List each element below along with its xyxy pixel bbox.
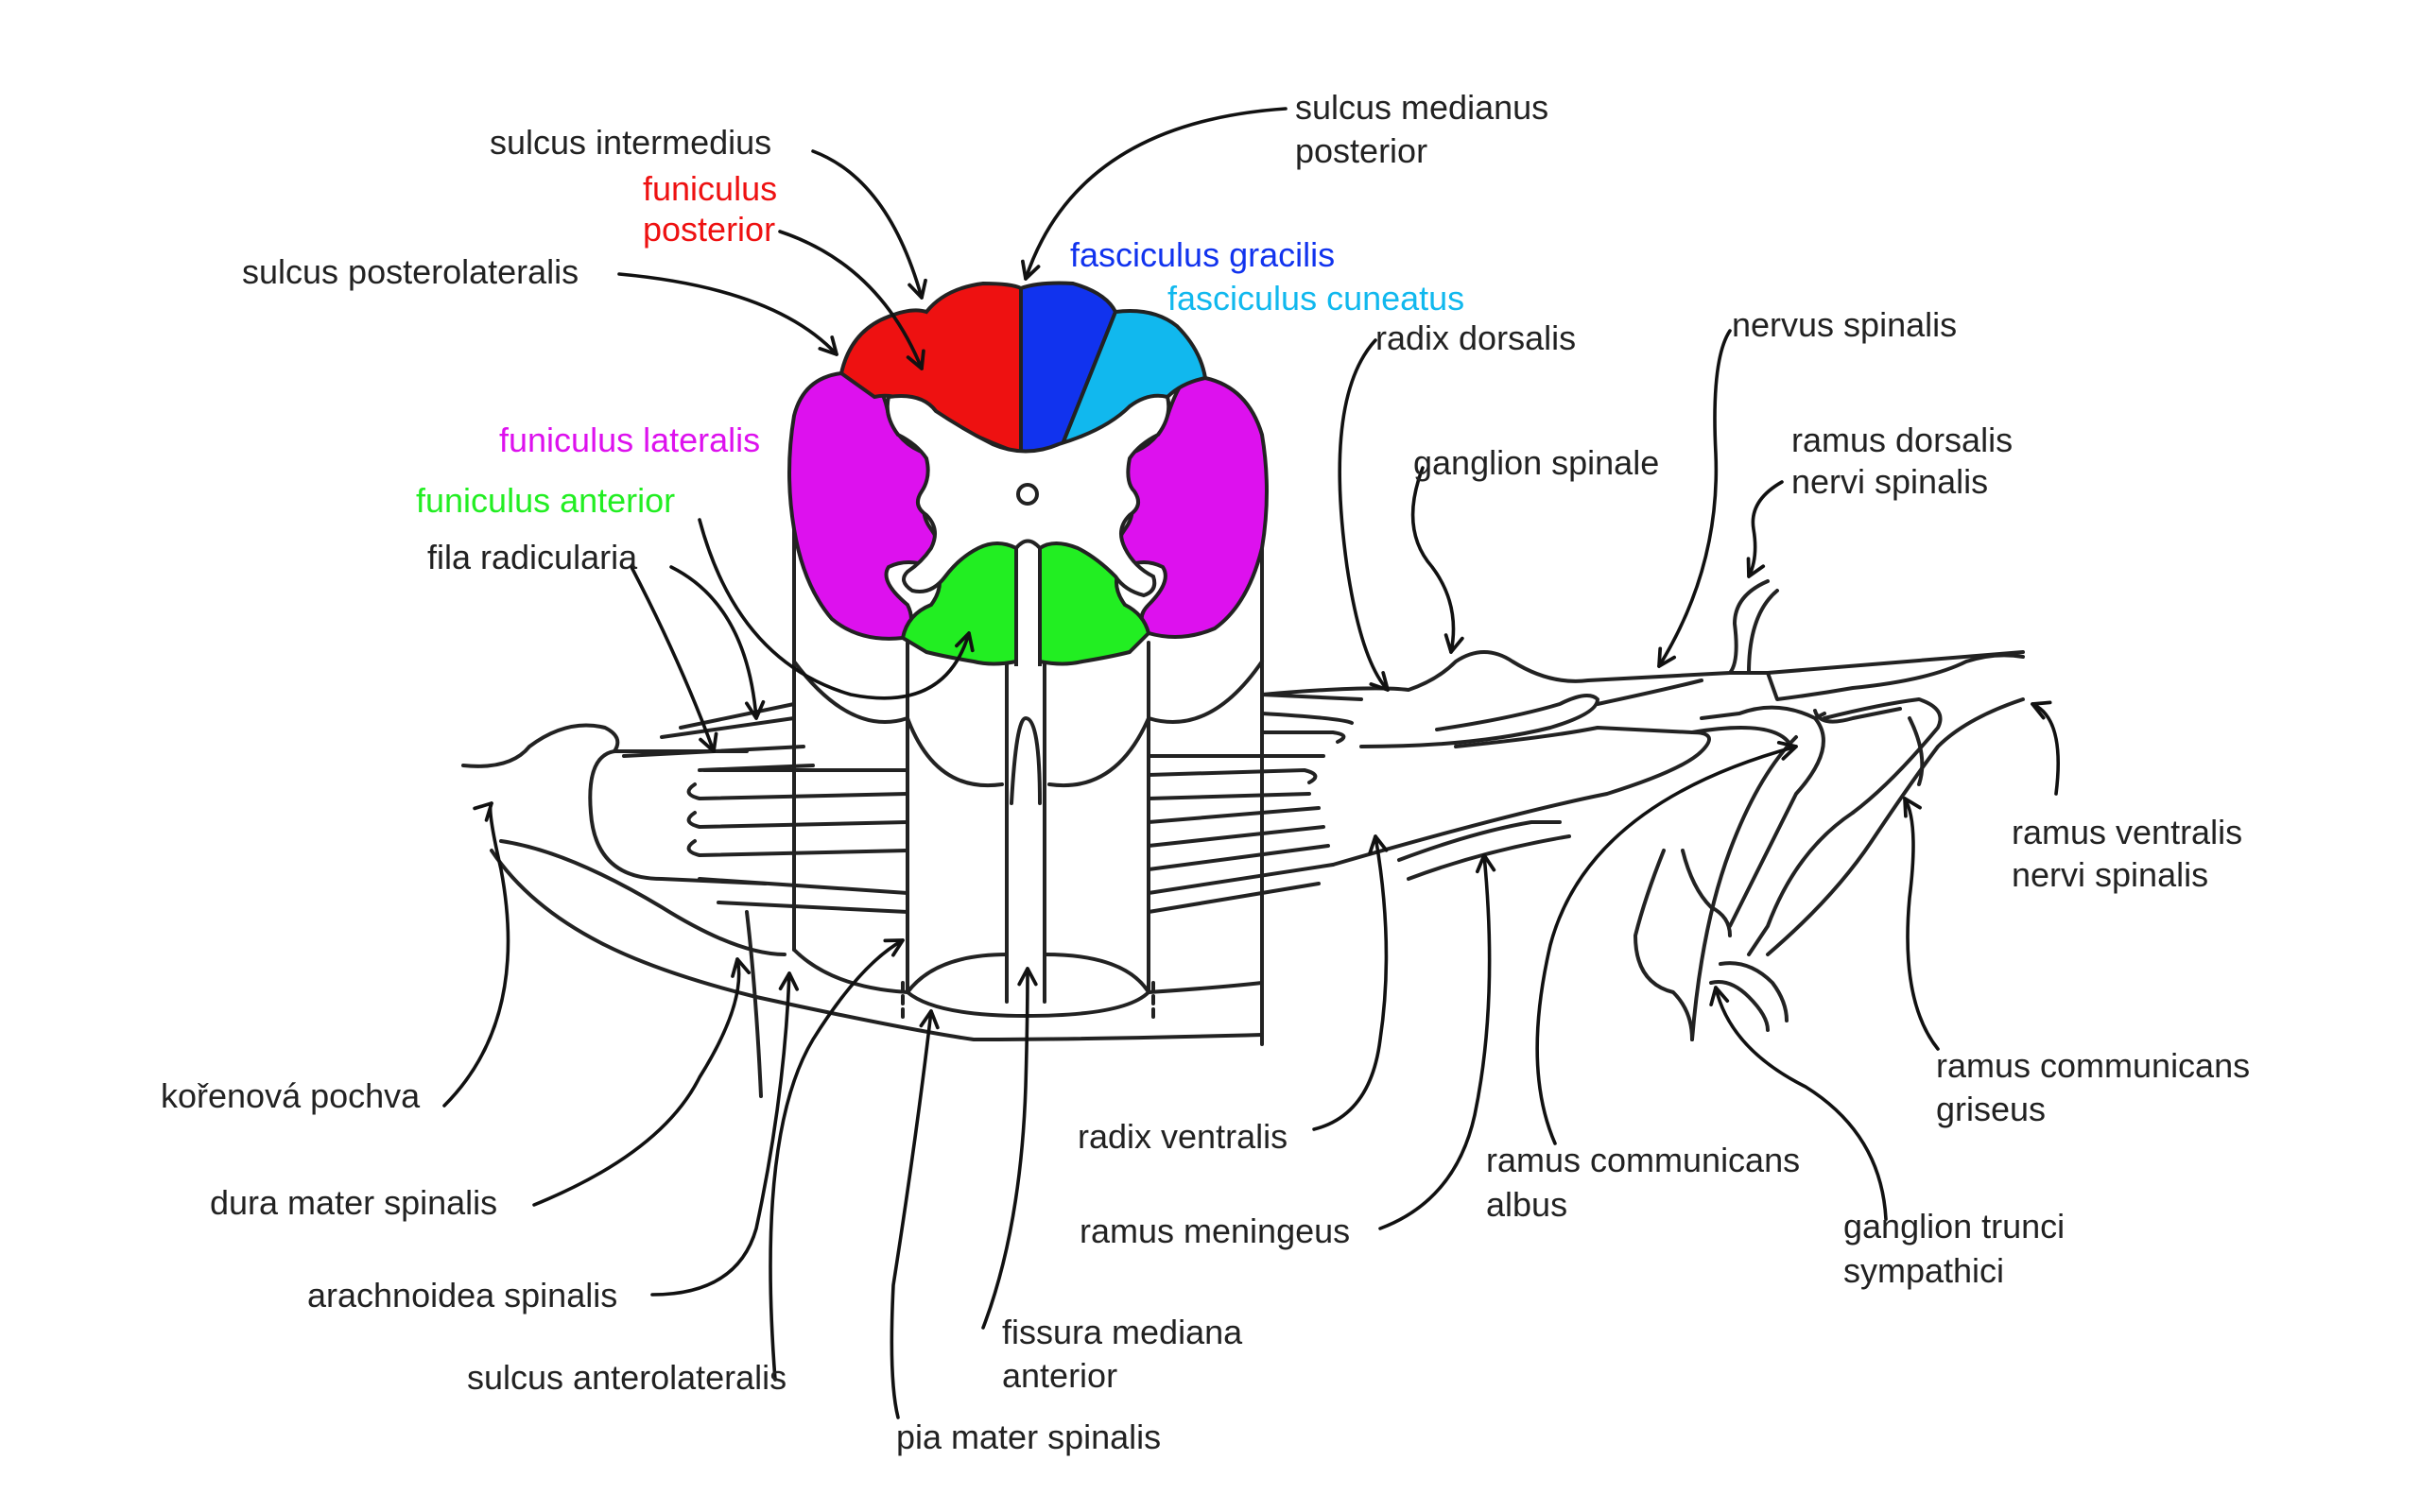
label-ramus-ventralis-1: ramus ventralis: [2012, 813, 2242, 851]
label-radix-ventralis: radix ventralis: [1078, 1117, 1288, 1156]
label-funiculus-lateralis: funiculus lateralis: [499, 421, 760, 459]
right-rootlets: [1147, 693, 1363, 914]
arrow-radix-ventralis: [1312, 834, 1389, 1131]
label-radix-dorsalis: radix dorsalis: [1375, 318, 1576, 357]
arrow-radix-dorsalis: [1338, 338, 1390, 692]
label-fila-radicularia: fila radicularia: [427, 538, 638, 576]
arrow-pia-mater: [890, 1009, 940, 1419]
arrow-funiculus-posterior: [778, 230, 925, 370]
arrow-fila-radicularia-2: [630, 565, 718, 753]
arrow-funiculus-anterior: [698, 518, 975, 700]
left-root-sheath: [461, 723, 786, 1098]
cross-section: [787, 281, 1269, 666]
label-ramus-ventralis-2: nervi spinalis: [2012, 855, 2208, 894]
label-dura-mater-spinalis: dura mater spinalis: [210, 1183, 497, 1222]
label-sulcus-posterolateralis: sulcus posterolateralis: [242, 252, 579, 291]
pointer-arrows: [442, 107, 2060, 1419]
label-ramus-communicans-albus-2: albus: [1486, 1185, 1567, 1224]
label-funiculus-posterior-1: funiculus: [643, 169, 777, 208]
label-ramus-communicans-griseus-2: griseus: [1936, 1090, 2046, 1128]
label-nervus-spinalis: nervus spinalis: [1732, 305, 1957, 344]
label-sulcus-medianus-posterior-2: posterior: [1295, 131, 1427, 170]
arrow-nervus-spinalis: [1657, 329, 1732, 668]
arrow-sulcus-posterolateralis: [617, 272, 838, 356]
arrow-ganglion-spinale: [1410, 466, 1464, 654]
label-sulcus-intermedius: sulcus intermedius: [490, 123, 771, 162]
arrow-ramus-communicans-albus: [1535, 740, 1798, 1145]
label-ganglion-spinale: ganglion spinale: [1413, 443, 1659, 482]
label-funiculus-anterior: funiculus anterior: [416, 481, 675, 520]
label-pia-mater-spinalis: pia mater spinalis: [896, 1418, 1161, 1456]
label-ramus-communicans-albus-1: ramus communicans: [1486, 1141, 1800, 1179]
label-ramus-dorsalis-1: ramus dorsalis: [1791, 421, 2013, 459]
arrow-sulcus-anterolateralis: [769, 938, 905, 1382]
labels: sulcus intermedius funiculus posterior s…: [161, 88, 2250, 1456]
label-sulcus-medianus-posterior-1: sulcus medianus: [1295, 88, 1548, 127]
arrow-fila-radicularia-1: [669, 565, 766, 720]
arrow-ramus-communicans-griseus: [1903, 797, 1940, 1051]
label-korenova-pochva: kořenová pochva: [161, 1076, 421, 1115]
arrow-ramus-meningeus: [1378, 853, 1496, 1230]
label-fasciculus-gracilis: fasciculus gracilis: [1070, 235, 1335, 274]
anterior-median-fissure: [1014, 539, 1042, 666]
arrow-fissura-mediana: [981, 967, 1038, 1330]
arrow-ganglion-trunci: [1709, 986, 1888, 1221]
label-ramus-communicans-griseus-1: ramus communicans: [1936, 1046, 2250, 1085]
label-ganglion-trunci-1: ganglion trunci: [1843, 1207, 2065, 1246]
arrow-ramus-ventralis: [2031, 700, 2060, 796]
arrow-korenova-pochva: [442, 801, 510, 1108]
label-fissura-mediana-1: fissura mediana: [1002, 1313, 1243, 1351]
label-fasciculus-cuneatus: fasciculus cuneatus: [1167, 279, 1464, 318]
label-arachnoidea-spinalis: arachnoidea spinalis: [307, 1276, 617, 1314]
anatomy-drawing: [461, 281, 2025, 1098]
label-sulcus-anterolateralis: sulcus anterolateralis: [467, 1358, 786, 1397]
label-ramus-meningeus: ramus meningeus: [1080, 1211, 1350, 1250]
arrow-ramus-dorsalis: [1746, 480, 1784, 578]
label-fissura-mediana-2: anterior: [1002, 1356, 1117, 1395]
spinal-cord-column: [490, 490, 1264, 1046]
central-canal: [1016, 483, 1039, 506]
arrow-dura-mater: [532, 957, 752, 1207]
label-ramus-dorsalis-2: nervi spinalis: [1791, 462, 1988, 501]
label-funiculus-posterior-2: posterior: [643, 210, 775, 249]
arrow-sulcus-medianus-posterior: [1021, 107, 1288, 281]
arrow-arachnoidea: [650, 971, 800, 1297]
label-ganglion-trunci-2: sympathici: [1843, 1251, 2004, 1290]
arrow-sulcus-intermedius: [811, 149, 927, 300]
